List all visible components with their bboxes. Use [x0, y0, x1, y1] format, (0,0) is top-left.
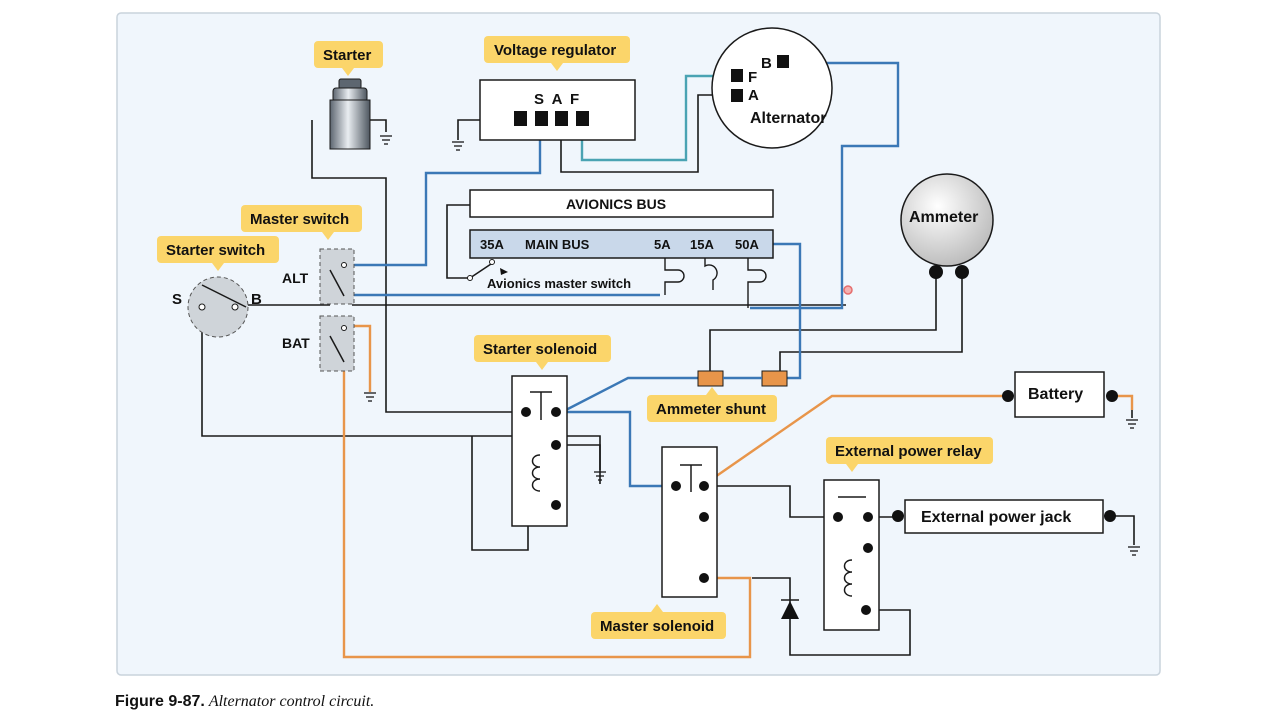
regulator-ground-symbol [452, 141, 464, 151]
callout-master-switch-text: Master switch [250, 211, 349, 228]
battery-label: Battery [1028, 386, 1083, 403]
callout-ammeter-shunt: Ammeter shunt [647, 387, 777, 422]
teal-wire [580, 74, 738, 162]
external-power-jack: External power jack [892, 499, 1116, 534]
ammeter-label: Ammeter [909, 209, 978, 226]
bus-15a-label: 15A [690, 237, 714, 252]
external-power-relay [823, 479, 880, 631]
cursor-marker [843, 285, 853, 295]
starter-switch: S B [172, 276, 262, 338]
battery: Battery [1002, 371, 1118, 418]
solenoid-ground-symbol [594, 471, 606, 481]
alternator-f-label: F [748, 69, 757, 86]
figure-caption-text: Alternator control circuit. [208, 693, 375, 710]
external-power-jack-label: External power jack [921, 509, 1071, 526]
ground-symbol [380, 135, 392, 145]
blue-wires [344, 61, 900, 488]
avionics-master-switch: Avionics master switch [467, 259, 631, 291]
ammeter: Ammeter [900, 173, 994, 279]
figure-number: Figure 9-87. [115, 693, 205, 710]
alternator-a-label: A [748, 87, 759, 104]
callout-voltage-regulator-text: Voltage regulator [494, 42, 616, 59]
figure-caption: Figure 9-87. Alternator control circuit. [115, 693, 374, 711]
starter-switch-b-label: B [251, 291, 262, 308]
bus-50a-label: 50A [735, 237, 759, 252]
alternator-b-label: B [761, 55, 772, 72]
starter-solenoid [511, 375, 568, 527]
voltage-regulator: S A F [479, 79, 636, 141]
battery-ground-symbol [1126, 419, 1138, 429]
alternator-label: Alternator [750, 110, 826, 127]
master-switch: ALT BAT [282, 248, 355, 372]
callout-voltage-regulator: Voltage regulator [484, 36, 630, 71]
callout-starter-text: Starter [323, 47, 372, 64]
starter-motor [329, 78, 371, 150]
bat-label: BAT [282, 335, 310, 351]
bus-35a-label: 35A [480, 237, 504, 252]
callout-starter-switch-text: Starter switch [166, 242, 265, 259]
avionics-bus-label: AVIONICS BUS [566, 196, 666, 212]
diode [781, 599, 799, 619]
main-bus: 35A MAIN BUS 5A 15A 50A [469, 229, 774, 259]
main-bus-label: MAIN BUS [525, 237, 590, 252]
callout-master-solenoid: Master solenoid [591, 604, 726, 639]
regulator-terminal-labels: S A F [534, 91, 579, 108]
diagram-panel [116, 12, 1161, 676]
callout-starter-solenoid-text: Starter solenoid [483, 341, 597, 358]
callout-starter-switch: Starter switch [157, 236, 279, 271]
bus-5a-label: 5A [654, 237, 671, 252]
callout-starter-solenoid: Starter solenoid [474, 335, 611, 370]
circuit-breaker-symbols [664, 258, 767, 308]
callout-starter: Starter [314, 41, 383, 76]
avionics-bus: AVIONICS BUS [469, 189, 774, 218]
ammeter-shunt [697, 370, 788, 387]
callout-ammeter-shunt-text: Ammeter shunt [656, 401, 766, 418]
jack-ground-symbol [1128, 546, 1140, 556]
alternator: B F A Alternator [711, 27, 833, 149]
callout-master-switch: Master switch [241, 205, 362, 240]
callout-external-power-relay: External power relay [826, 437, 993, 472]
avionics-master-switch-label: Avionics master switch [487, 276, 631, 291]
starter-switch-s-label: S [172, 291, 182, 308]
master-solenoid [661, 446, 718, 598]
bat-ground-symbol [364, 392, 376, 402]
alt-label: ALT [282, 270, 309, 286]
callout-external-power-relay-text: External power relay [835, 443, 982, 460]
callout-master-solenoid-text: Master solenoid [600, 618, 714, 635]
